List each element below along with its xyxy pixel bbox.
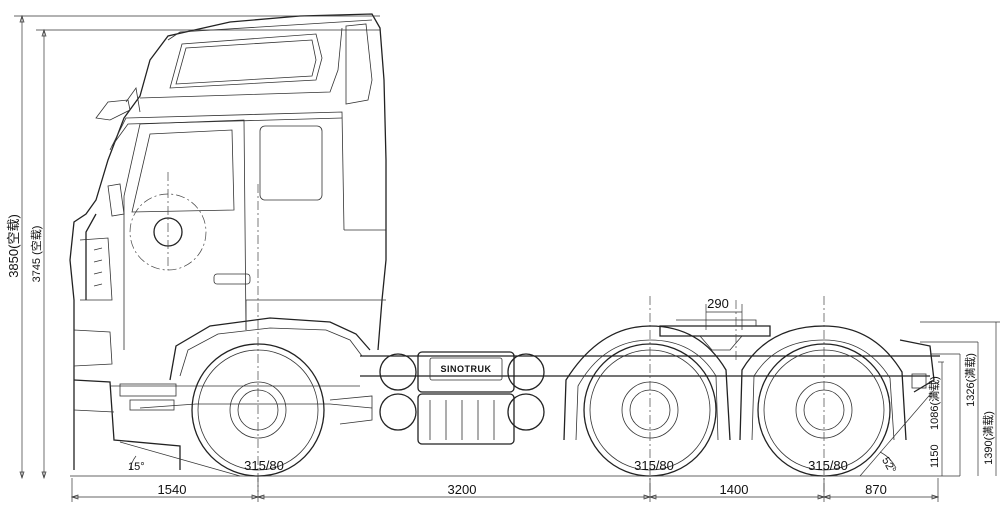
left-height-dimensions bbox=[14, 14, 380, 480]
frame-height-c: 1326(满载) bbox=[964, 353, 977, 407]
front-overhang-value: 1540 bbox=[158, 482, 187, 497]
cab-height-value: 3745 (空载) bbox=[29, 226, 43, 283]
frame-height-b: 1086(满载) bbox=[928, 376, 941, 430]
tire-size-rear-2: 315/80 bbox=[808, 458, 848, 473]
cab bbox=[69, 13, 387, 470]
center-lines bbox=[167, 172, 825, 492]
departure-angle-value: 52° bbox=[879, 455, 898, 475]
fuel-tanks: SINOTRUK bbox=[139, 351, 545, 445]
overall-height-value: 3850(空载) bbox=[6, 214, 21, 278]
approach-angle-line bbox=[119, 441, 241, 477]
tire-size-front: 315/80 bbox=[244, 458, 284, 473]
approach-angle-value: 15° bbox=[128, 461, 145, 473]
rear-overhang-value: 870 bbox=[865, 482, 887, 497]
fifth-wheel-offset-value: 290 bbox=[707, 296, 729, 311]
bottom-dimensions bbox=[70, 478, 940, 502]
wheelbase-front-value: 3200 bbox=[448, 482, 477, 497]
tank-brand-label: SINOTRUK bbox=[441, 364, 492, 374]
wheelbase-rear-value: 1400 bbox=[720, 482, 749, 497]
frame-height-d: 1390(满载) bbox=[982, 411, 995, 465]
fifth-wheel-dimension bbox=[705, 304, 743, 330]
departure-angle-line bbox=[859, 389, 935, 477]
frame-height-a: 1150 bbox=[929, 444, 941, 468]
tire-size-rear-1: 315/80 bbox=[634, 458, 674, 473]
rear-fenders bbox=[563, 325, 907, 441]
right-height-dimensions bbox=[920, 321, 1000, 476]
chassis-frame bbox=[110, 319, 940, 393]
